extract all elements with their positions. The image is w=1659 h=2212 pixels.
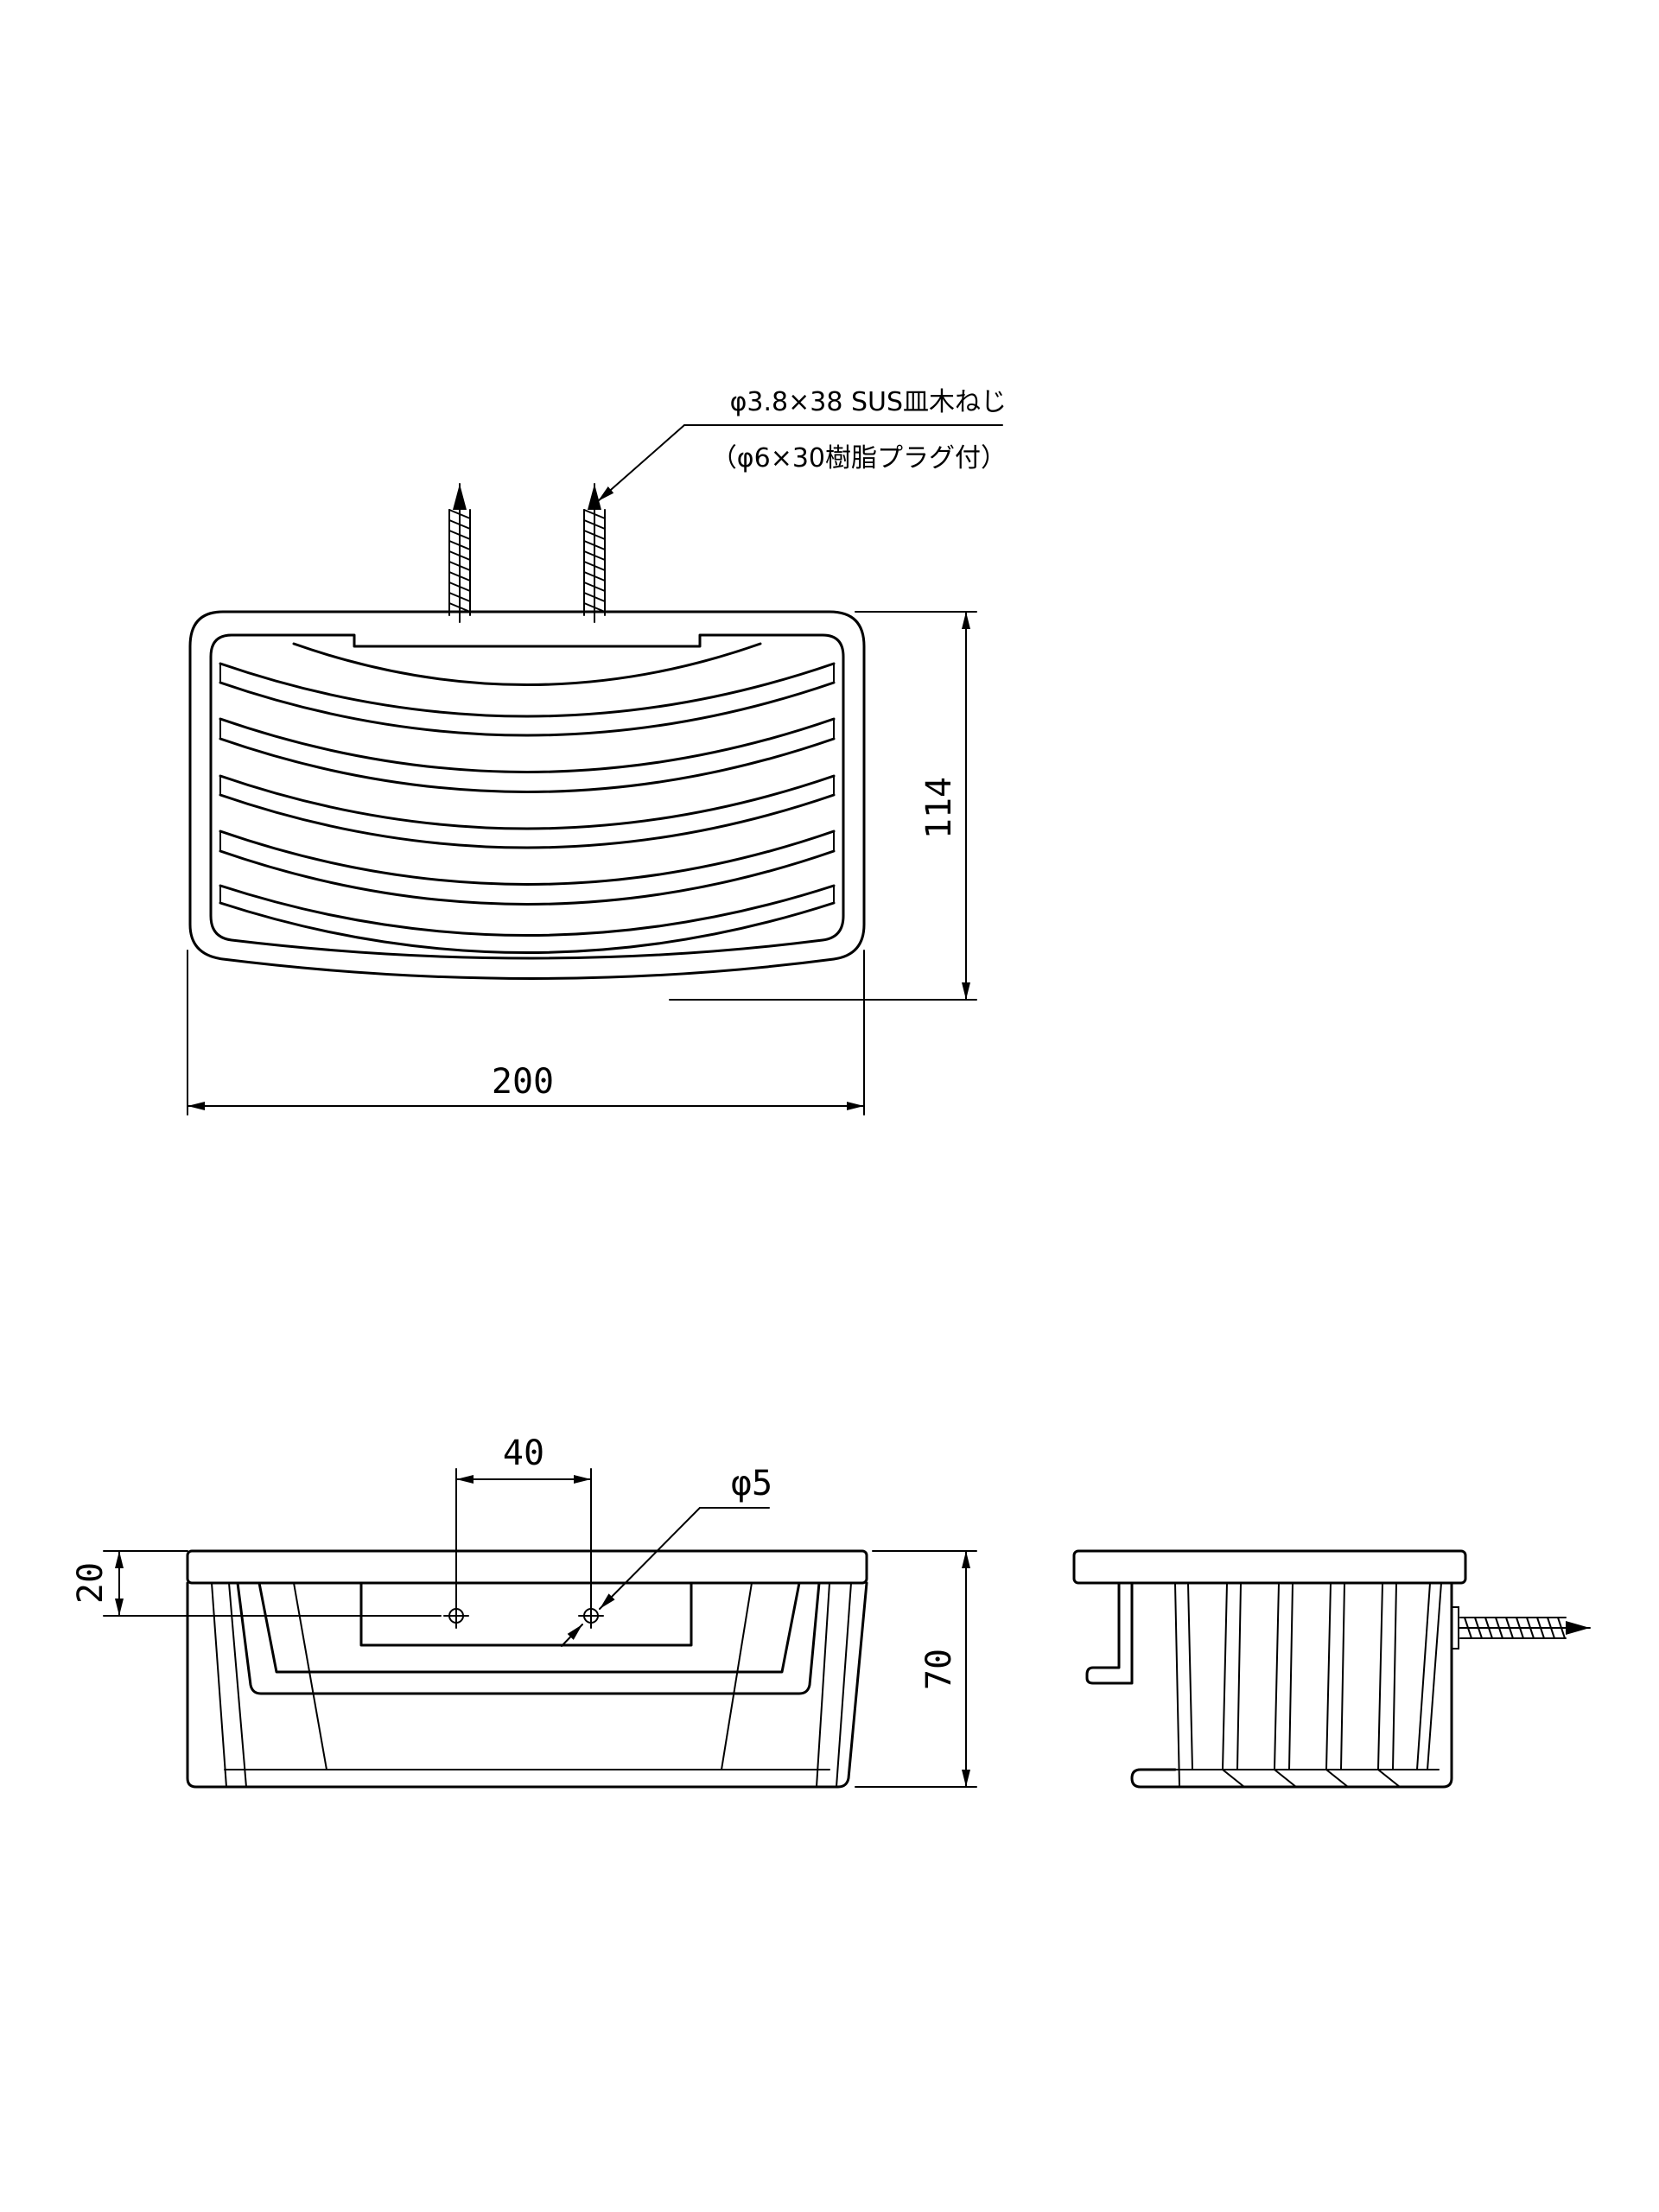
plan-inner-frame — [209, 633, 845, 960]
plan-view: φ3.8×38 SUS皿木ねじ （φ6×30樹脂プラグ付） 200 114 — [187, 387, 1007, 1116]
plug-spec-label: （φ6×30樹脂プラグ付） — [711, 443, 1007, 474]
side-view — [1072, 1549, 1591, 1789]
front-inner-frame-2 — [257, 1581, 801, 1674]
screw-right-icon — [583, 483, 606, 623]
front-top-plate — [186, 1549, 868, 1585]
dim-hole-diameter — [561, 1507, 770, 1647]
side-screw-icon — [1451, 1606, 1591, 1649]
dim-hole-offset-label: 20 — [71, 1562, 111, 1604]
front-inner-sides — [211, 1582, 852, 1788]
dim-height-label: 70 — [919, 1649, 959, 1690]
side-foot — [1130, 1581, 1453, 1789]
plan-outer-frame — [188, 610, 866, 980]
side-top-plate — [1072, 1549, 1467, 1585]
dim-hole-pitch-label: 40 — [503, 1433, 544, 1473]
dim-width-label: 200 — [492, 1062, 554, 1102]
dim-depth-label: 114 — [919, 777, 959, 839]
front-mount-cutout — [197, 1581, 857, 1647]
dim-depth — [669, 611, 977, 1001]
front-inner-frame — [236, 1581, 821, 1695]
dim-hole-offset — [103, 1550, 442, 1617]
dim-hole-pitch — [455, 1468, 592, 1608]
dim-height — [855, 1550, 977, 1788]
plan-wire-ribs — [219, 642, 836, 954]
dim-hole-diameter-label: φ5 — [731, 1464, 772, 1503]
front-body — [186, 1581, 868, 1789]
screw-leader — [597, 424, 1003, 502]
side-hook — [1085, 1581, 1134, 1685]
screw-left-icon — [448, 483, 471, 623]
side-wires — [1140, 1582, 1442, 1788]
dim-width — [187, 950, 865, 1116]
screw-spec-label: φ3.8×38 SUS皿木ねじ — [730, 387, 1007, 417]
front-view: 40 φ5 20 70 — [71, 1433, 977, 1789]
